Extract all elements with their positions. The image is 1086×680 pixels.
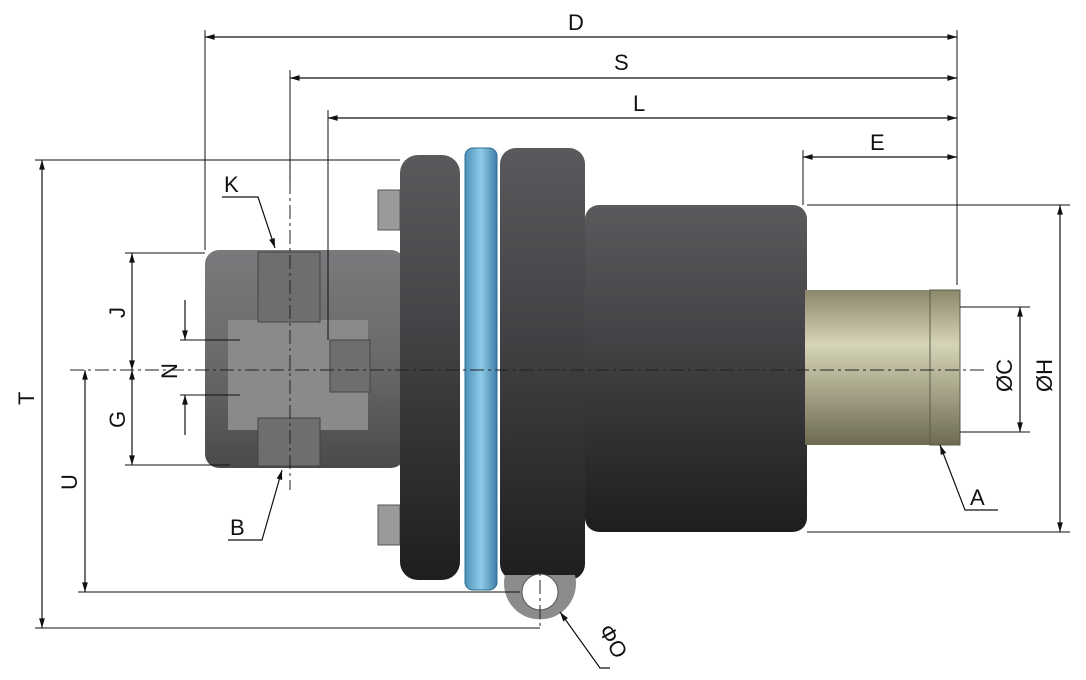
seal-ring xyxy=(464,147,498,591)
thread-side xyxy=(329,339,371,393)
label-n: N xyxy=(157,363,182,379)
right-flange xyxy=(500,148,585,580)
label-t: T xyxy=(14,392,39,405)
label-s: S xyxy=(614,50,629,75)
label-o: ΦO xyxy=(594,620,633,663)
shaft xyxy=(805,290,935,445)
label-j: J xyxy=(105,307,130,318)
shaft-collar xyxy=(929,289,961,446)
label-h: ØH xyxy=(1032,359,1057,392)
dimension-lines xyxy=(39,34,1063,669)
label-d: D xyxy=(568,10,584,35)
bolt-bottom xyxy=(377,504,401,546)
thread-top xyxy=(257,251,321,323)
label-e: E xyxy=(870,130,885,155)
label-a: A xyxy=(970,485,985,510)
bolt-top xyxy=(377,189,401,231)
main-cylinder xyxy=(585,205,807,532)
thread-bottom xyxy=(257,417,321,467)
label-l: L xyxy=(633,91,645,116)
label-c: ØC xyxy=(992,359,1017,392)
left-flange xyxy=(400,155,460,580)
label-g: G xyxy=(105,411,130,428)
extension-lines xyxy=(35,30,1070,629)
label-b: B xyxy=(230,515,245,540)
label-k: K xyxy=(224,172,239,197)
label-u: U xyxy=(57,474,82,490)
rotary-joint xyxy=(205,147,961,620)
